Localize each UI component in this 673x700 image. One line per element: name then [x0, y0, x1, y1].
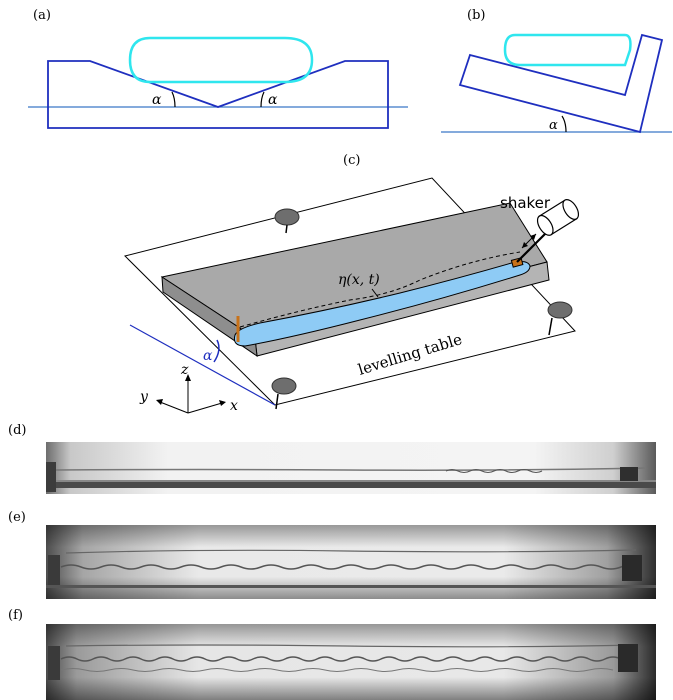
- eta-label: η(x, t): [338, 272, 380, 288]
- angle-label-left: α: [152, 92, 162, 108]
- cyan-drop: [128, 36, 314, 84]
- foot-bottom: [271, 377, 297, 410]
- panel-e-label: (e): [8, 510, 26, 525]
- panel-f-label: (f): [8, 608, 23, 623]
- panel-d-label: (d): [8, 423, 27, 438]
- alpha-arc: [213, 339, 220, 363]
- tilted-l-block-outline: [458, 33, 664, 134]
- photo-d: [46, 442, 656, 494]
- panel-c-diagram: α η(x, t) shaker levelling table: [124, 177, 580, 414]
- shaker-body: [536, 199, 580, 236]
- axes-triad: [156, 374, 226, 414]
- photo-f: [46, 624, 656, 700]
- eta-arrow: [371, 288, 379, 298]
- tilt-reference-line: [129, 324, 276, 406]
- panel-b-diagram: α: [441, 33, 672, 134]
- panel-a-label: (a): [33, 8, 51, 23]
- foot-right: [547, 301, 573, 336]
- alpha-label: α: [203, 348, 213, 364]
- axis-y-label: y: [139, 389, 149, 405]
- angle-arc: [561, 115, 567, 133]
- cyan-drop: [503, 33, 632, 67]
- panel-c-label: (c): [343, 153, 361, 168]
- axis-x-label: x: [230, 398, 238, 414]
- shaker-motion-arrow: [521, 233, 537, 249]
- shaker-label: shaker: [500, 194, 551, 212]
- fluid-film: [234, 261, 531, 347]
- angle-arc-right: [260, 91, 265, 108]
- angle-label: α: [549, 118, 558, 133]
- v-block-outline: [47, 60, 389, 129]
- foot-top: [274, 208, 300, 234]
- panel-b-label: (b): [467, 8, 486, 23]
- photo-e: [46, 525, 656, 599]
- panel-a-diagram: α α: [28, 36, 408, 129]
- axis-z-label: z: [180, 362, 189, 378]
- angle-label-right: α: [268, 92, 278, 108]
- channel-left-face: [161, 276, 258, 358]
- angle-arc-left: [171, 91, 176, 108]
